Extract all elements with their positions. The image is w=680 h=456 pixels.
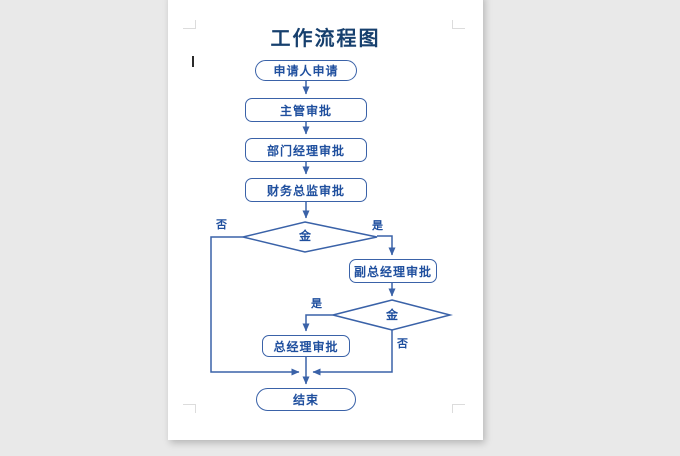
flow-node-start-label: 申请人申请 bbox=[273, 64, 339, 78]
decision-1-label: 金 bbox=[298, 229, 311, 243]
text-cursor bbox=[192, 56, 194, 67]
connector-decision2-no-to-junction bbox=[312, 330, 393, 376]
flow-node-finance-director-label: 财务总监审批 bbox=[266, 183, 345, 198]
flow-node-supervisor-approval[interactable]: 主管审批 bbox=[245, 98, 367, 122]
margin-mark-bottom-left bbox=[183, 404, 196, 413]
branch-label-decision1-yes: 是 bbox=[372, 220, 383, 232]
margin-mark-bottom-right bbox=[452, 404, 465, 413]
connector-decision1-no-to-junction bbox=[210, 236, 300, 376]
flow-node-supervisor-label: 主管审批 bbox=[279, 103, 332, 118]
branch-label-decision2-no: 否 bbox=[397, 338, 408, 350]
flow-node-dept-manager-approval[interactable]: 部门经理审批 bbox=[245, 138, 367, 162]
decision-2-label: 金 bbox=[385, 308, 398, 322]
margin-mark-top-left bbox=[183, 20, 196, 29]
connector-decision2-yes-to-gm bbox=[302, 314, 333, 332]
flow-node-end[interactable]: 结束 bbox=[256, 388, 356, 411]
flow-node-start[interactable]: 申请人申请 bbox=[255, 60, 357, 81]
branch-label-decision2-yes: 是 bbox=[311, 298, 322, 310]
flow-node-vice-gm-label: 副总经理审批 bbox=[353, 264, 432, 279]
flow-node-vice-gm-approval[interactable]: 副总经理审批 bbox=[349, 259, 437, 283]
branch-label-decision1-no: 否 bbox=[216, 219, 227, 231]
flow-node-gm-label: 总经理审批 bbox=[273, 339, 339, 354]
connector-decision1-yes-to-vicegm bbox=[377, 235, 396, 256]
flow-node-end-label: 结束 bbox=[292, 393, 319, 407]
decision-1-diamond[interactable] bbox=[242, 221, 378, 253]
decision-2-diamond[interactable] bbox=[332, 299, 453, 331]
flow-node-gm-approval[interactable]: 总经理审批 bbox=[262, 335, 350, 357]
margin-mark-top-right bbox=[452, 20, 465, 29]
flow-node-dept-manager-label: 部门经理审批 bbox=[266, 143, 345, 158]
flow-node-finance-director-approval[interactable]: 财务总监审批 bbox=[245, 178, 367, 202]
page-title: 工作流程图 bbox=[270, 26, 381, 50]
